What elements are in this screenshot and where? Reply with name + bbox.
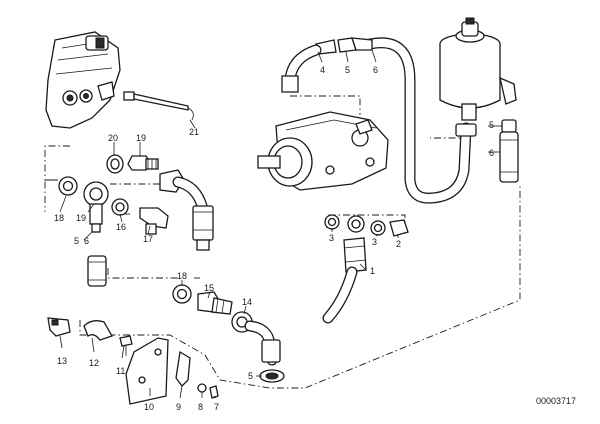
callout-1: 1 [370,266,375,276]
callout-17: 17 [143,234,153,244]
pressure-hose-upper [159,169,214,251]
pressure-hose-lower [244,320,281,366]
callout-19-upper: 19 [136,133,146,143]
callout-21: 21 [189,127,199,137]
suction-hose [281,37,477,204]
callout-11: 11 [116,366,125,376]
hose-clamp-bottom [259,369,285,383]
callout-6-right: 6 [489,148,494,158]
short-hose-left [87,255,107,287]
callout-5-bottom: 5 [248,371,253,381]
callout-6-left: 6 [84,236,89,246]
callout-16-upper: 16 [116,222,126,232]
diagram-reference-number: 00003717 [536,396,576,406]
steering-gear [45,31,121,129]
callout-5-top: 5 [345,65,350,75]
cable-tie [123,91,194,121]
callout-2: 2 [396,239,401,249]
oil-reservoir [439,17,517,121]
callout-3-right: 3 [372,237,377,247]
clamp-group [47,317,133,356]
callout-18-left: 18 [54,213,64,223]
callouts: 21 20 19 18 19 16 17 5 6 18 15 14 13 12 … [54,65,494,412]
callout-5-left: 5 [74,236,79,246]
callout-4: 4 [320,65,325,75]
leader-lines [59,49,502,399]
callout-6-top: 6 [373,65,378,75]
callout-10: 10 [144,402,154,412]
callout-8: 8 [198,402,203,412]
callout-14: 14 [242,297,252,307]
callout-7: 7 [214,402,219,412]
callout-5-right: 5 [489,120,494,130]
banjo-fittings [58,176,169,235]
callout-9: 9 [176,402,181,412]
fittings-upper [106,154,159,174]
callout-15: 15 [204,283,214,293]
callout-19-lower: 19 [76,213,86,223]
bracket-plate [125,337,219,405]
callout-12: 12 [89,358,99,368]
return-hose-right [499,119,519,183]
callout-18-lower: 18 [177,271,187,281]
callout-13: 13 [57,356,67,366]
pressure-line-right [322,214,409,324]
power-steering-pump [257,111,389,191]
callout-20: 20 [108,133,118,143]
callout-3-left: 3 [329,233,334,243]
